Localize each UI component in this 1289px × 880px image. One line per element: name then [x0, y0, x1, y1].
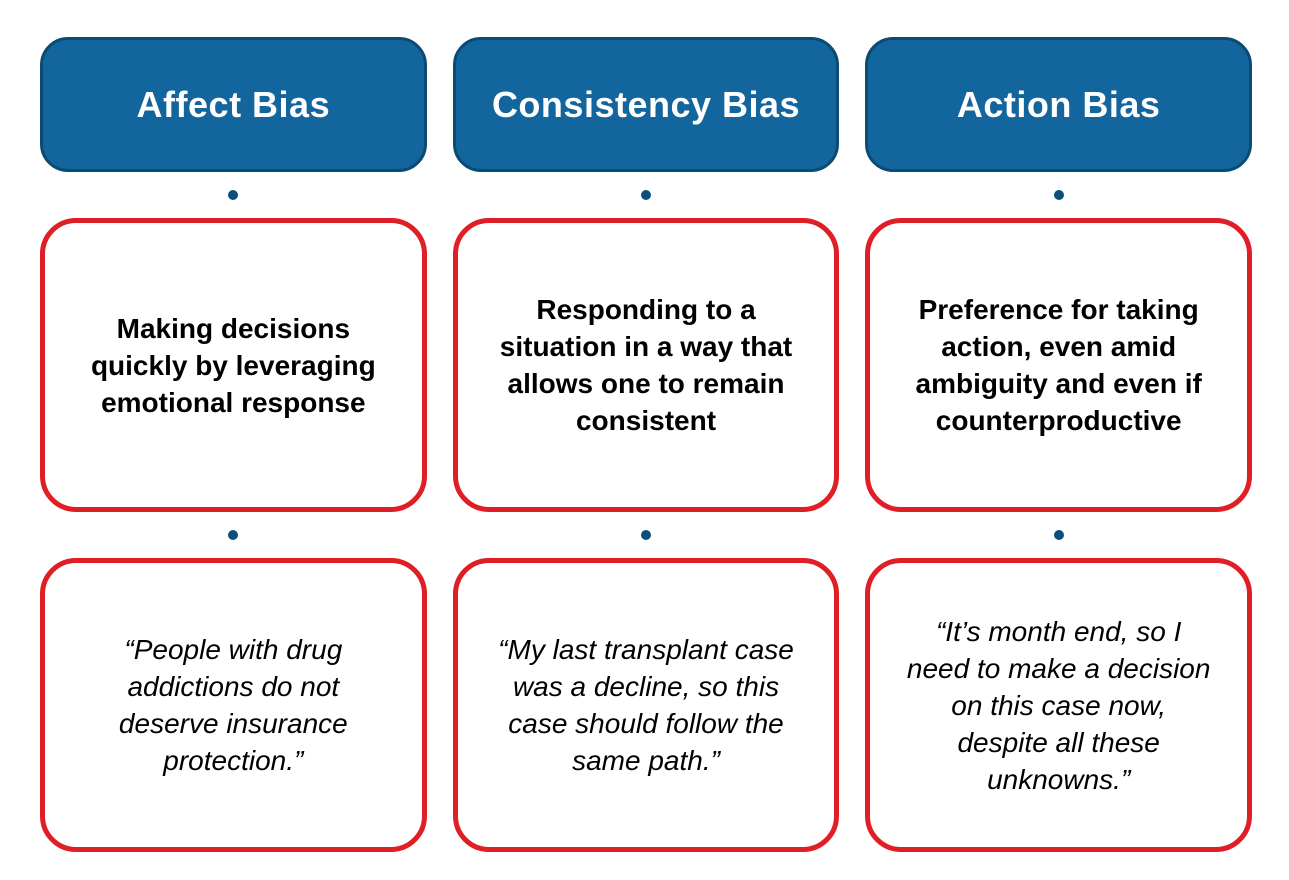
action-bias-quote-text: “It’s month end, so I need to make a dec…	[906, 615, 1211, 795]
action-bias-quote-card: “It’s month end, so I need to make a dec…	[865, 558, 1253, 852]
affect-bias-definition-card: Making decisions quickly by leveraging e…	[40, 218, 427, 512]
consistency-bias-definition-card: Responding to a situation in a way that …	[452, 218, 840, 512]
connector-dot	[228, 530, 239, 540]
connector-dot	[641, 190, 651, 200]
affect-bias-quote-text: “People with drug addictions do not dese…	[118, 634, 348, 776]
connector-dot	[641, 530, 651, 540]
affect-bias-title: Affect Bias	[136, 83, 331, 125]
action-bias-header: Action Bias	[865, 37, 1253, 172]
bias-columns: Affect Bias Making decisions quickly by …	[40, 37, 1253, 852]
column-action-bias: Action Bias Preference for taking action…	[865, 37, 1253, 852]
action-bias-definition-card: Preference for taking action, even amid …	[865, 218, 1253, 512]
affect-bias-header: Affect Bias	[40, 37, 427, 172]
connector-consistency-2	[641, 512, 651, 558]
column-affect-bias: Affect Bias Making decisions quickly by …	[40, 37, 427, 852]
affect-bias-quote-card: “People with drug addictions do not dese…	[40, 558, 427, 852]
connector-action-1	[1053, 172, 1064, 218]
column-consistency-bias: Consistency Bias Responding to a situati…	[452, 37, 840, 852]
connector-dot	[1053, 190, 1064, 200]
affect-bias-definition-text: Making decisions quickly by leveraging e…	[90, 312, 376, 418]
consistency-bias-quote-text: “My last transplant case was a decline, …	[498, 634, 794, 776]
action-bias-definition-text: Preference for taking action, even amid …	[915, 294, 1202, 436]
connector-dot	[1053, 530, 1064, 540]
connector-dot	[228, 190, 239, 200]
consistency-bias-definition-text: Responding to a situation in a way that …	[499, 294, 793, 436]
consistency-bias-header: Consistency Bias	[452, 37, 840, 172]
action-bias-title: Action Bias	[956, 83, 1161, 125]
connector-affect-2	[228, 512, 239, 558]
connector-action-2	[1053, 512, 1064, 558]
consistency-bias-title: Consistency Bias	[491, 83, 801, 125]
connector-affect-1	[228, 172, 239, 218]
connector-consistency-1	[641, 172, 651, 218]
consistency-bias-quote-card: “My last transplant case was a decline, …	[452, 558, 840, 852]
